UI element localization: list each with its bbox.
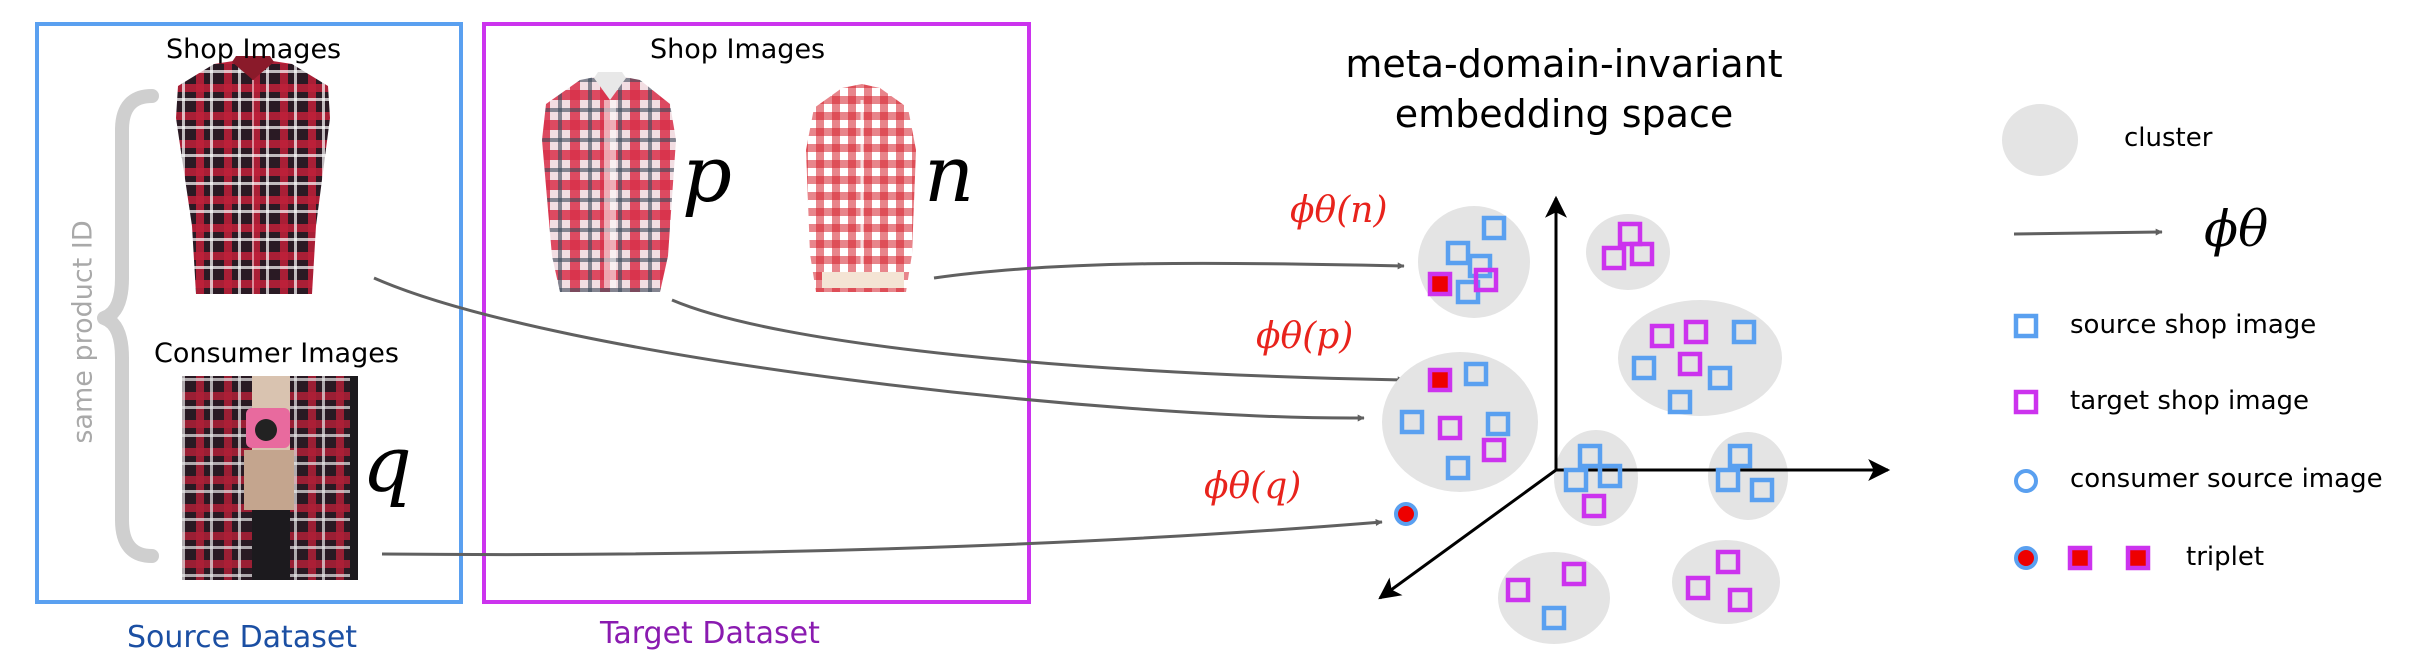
target-dataset-label: Target Dataset	[600, 616, 820, 651]
source-shop-point	[1577, 443, 1603, 469]
legend-target-shop-label: target shop image	[2070, 386, 2310, 416]
arrow-query-to-space	[381, 519, 1383, 557]
legend-triplet-positive-icon	[2067, 545, 2093, 571]
source-shop-point	[1481, 215, 1507, 241]
target-shop-point	[1683, 319, 1709, 345]
arrow-source-shop-to-space	[373, 276, 1365, 422]
cluster	[1672, 540, 1780, 624]
cluster	[1586, 214, 1670, 290]
source-shop-point	[1597, 463, 1623, 489]
target-shop-point	[1581, 493, 1607, 519]
source-shop-point	[1707, 365, 1733, 391]
same-product-id-label: same product ID	[67, 220, 99, 444]
source-shop-point	[1541, 605, 1567, 631]
legend-target-shop-icon	[2013, 389, 2039, 415]
source-shop-point	[1749, 477, 1775, 503]
target-shop-point	[1727, 587, 1753, 613]
source-shop-point	[1563, 467, 1589, 493]
source-shop-point	[1445, 240, 1471, 266]
source-shop-images-label: Shop Images	[166, 34, 342, 65]
legend-mapping-label: ϕθ	[2204, 200, 2269, 258]
target-shop-point	[1629, 241, 1655, 267]
target-shop-point	[1473, 267, 1499, 293]
target-shop-point	[1481, 437, 1507, 463]
arrow-negative-to-space	[933, 261, 1405, 280]
target-shop-point	[1677, 351, 1703, 377]
legend-consumer-icon	[2014, 469, 2038, 493]
legend-triplet-label: triplet	[2186, 542, 2265, 572]
source-shop-point	[1399, 409, 1425, 435]
source-shop-point	[1715, 467, 1741, 493]
triplet-negative-point	[1427, 271, 1453, 297]
triplet-query-point	[1394, 502, 1418, 526]
phi-p-label: ϕθ(p)	[1256, 316, 1354, 357]
query-variable: q	[362, 420, 412, 510]
source-shop-point	[1727, 443, 1753, 469]
triplet-positive-point	[1427, 367, 1453, 393]
source-shop-point	[1485, 411, 1511, 437]
same-product-brace	[97, 89, 159, 563]
consumer-image	[182, 376, 358, 580]
source-shop-point	[1731, 319, 1757, 345]
target-positive-shirt-image	[542, 72, 676, 292]
legend-mapping-arrow	[2013, 228, 2163, 236]
cluster	[1554, 430, 1638, 526]
legend-cluster-label: cluster	[2124, 123, 2213, 153]
positive-variable: p	[682, 130, 732, 220]
target-shop-images-label: Shop Images	[650, 34, 826, 65]
embedding-title-line1: meta-domain-invariant	[1345, 42, 1783, 86]
phi-n-label: ϕθ(n)	[1290, 190, 1388, 231]
source-dataset-label: Source Dataset	[127, 620, 358, 655]
legend-source-shop-label: source shop image	[2070, 310, 2317, 340]
target-negative-shirt-image	[806, 84, 916, 292]
arrow-positive-to-space	[671, 298, 1405, 384]
source-shop-point	[1445, 455, 1471, 481]
legend-consumer-label: consumer source image	[2070, 464, 2383, 494]
target-shop-point	[1649, 323, 1675, 349]
legend-triplet-negative-icon	[2125, 545, 2151, 571]
source-shop-point	[1631, 355, 1657, 381]
target-shop-point	[1685, 575, 1711, 601]
target-shop-point	[1437, 415, 1463, 441]
negative-variable: n	[924, 130, 975, 220]
source-shop-point	[1463, 361, 1489, 387]
source-shop-point	[1667, 389, 1693, 415]
source-shop-shirt-image	[176, 56, 330, 294]
target-shop-point	[1505, 577, 1531, 603]
target-shop-point	[1601, 245, 1627, 271]
legend-cluster-icon	[2002, 104, 2078, 176]
axis-y	[1378, 468, 1557, 600]
legend-triplet-query-icon	[2014, 546, 2038, 570]
embedding-title-line2: embedding space	[1394, 92, 1734, 136]
source-shop-point	[1467, 253, 1493, 279]
target-shop-point	[1715, 549, 1741, 575]
legend-source-shop-icon	[2013, 313, 2039, 339]
phi-q-label: ϕθ(q)	[1204, 466, 1302, 507]
source-dataset-panel	[35, 22, 463, 604]
target-shop-point	[1561, 561, 1587, 587]
consumer-images-label: Consumer Images	[154, 338, 399, 369]
